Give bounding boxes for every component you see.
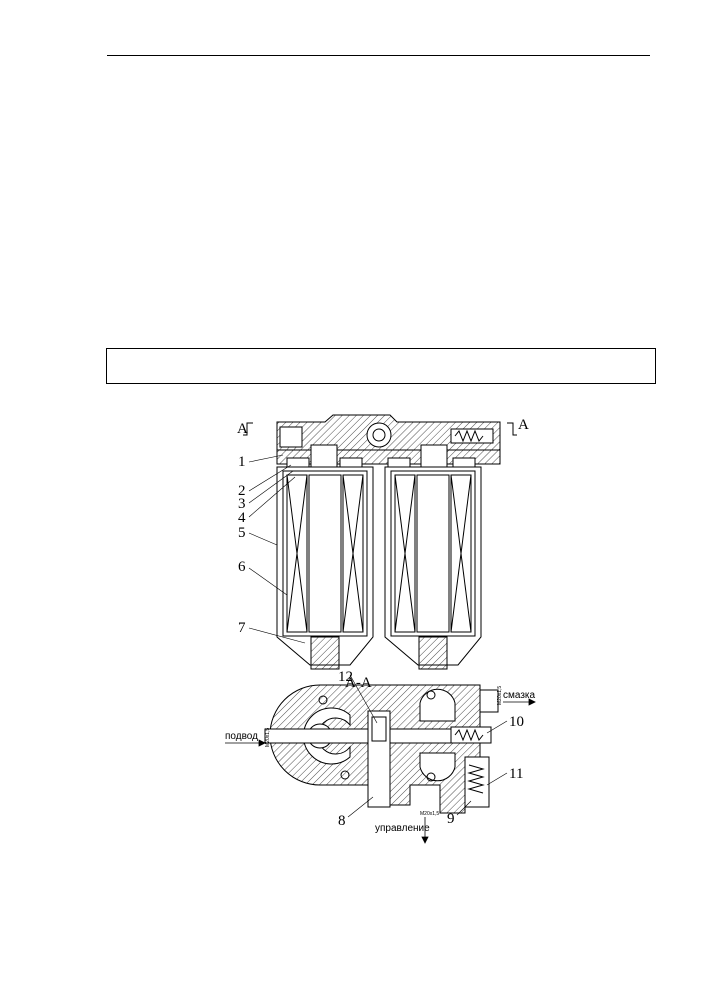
section-marker-right: A (518, 417, 529, 433)
thread-label-lube: M20x1,5 (497, 686, 503, 705)
port-label-lubrication: смазка (503, 690, 536, 701)
callout-11: 11 (509, 766, 523, 782)
port-arrows (225, 698, 536, 844)
housing-section (243, 414, 517, 670)
callout-1: 1 (238, 454, 246, 470)
section-a-a (264, 684, 499, 814)
port-label-control: управление (375, 823, 430, 834)
callout-12: 12 (338, 669, 353, 685)
callout-labels-top: A A 1 2 3 4 5 6 7 (237, 417, 529, 636)
callout-6: 6 (238, 559, 246, 575)
thread-label-inlet: M20x1,5 (265, 728, 271, 747)
caption-box (106, 348, 656, 384)
callout-2: 2 (238, 483, 246, 499)
callout-9: 9 (447, 811, 455, 827)
callout-leaders-bottom (347, 674, 508, 818)
callout-labels-bottom: 12 10 11 8 9 подвод смазка управление M2… (225, 669, 536, 834)
callout-10: 10 (509, 714, 524, 730)
port-label-inlet: подвод (225, 731, 258, 742)
callout-3: 3 (238, 496, 246, 512)
callout-8: 8 (338, 813, 346, 829)
callout-7: 7 (238, 620, 246, 636)
section-marker-left: A (237, 421, 248, 437)
header-rule (107, 55, 650, 56)
callout-leaders-top (248, 454, 306, 644)
callout-4: 4 (238, 510, 246, 526)
filter-assembly-drawing: A A 1 2 3 4 5 6 7 A-A (225, 405, 555, 850)
thread-label-control: M20x1,5 (420, 811, 439, 817)
callout-5: 5 (238, 525, 246, 541)
